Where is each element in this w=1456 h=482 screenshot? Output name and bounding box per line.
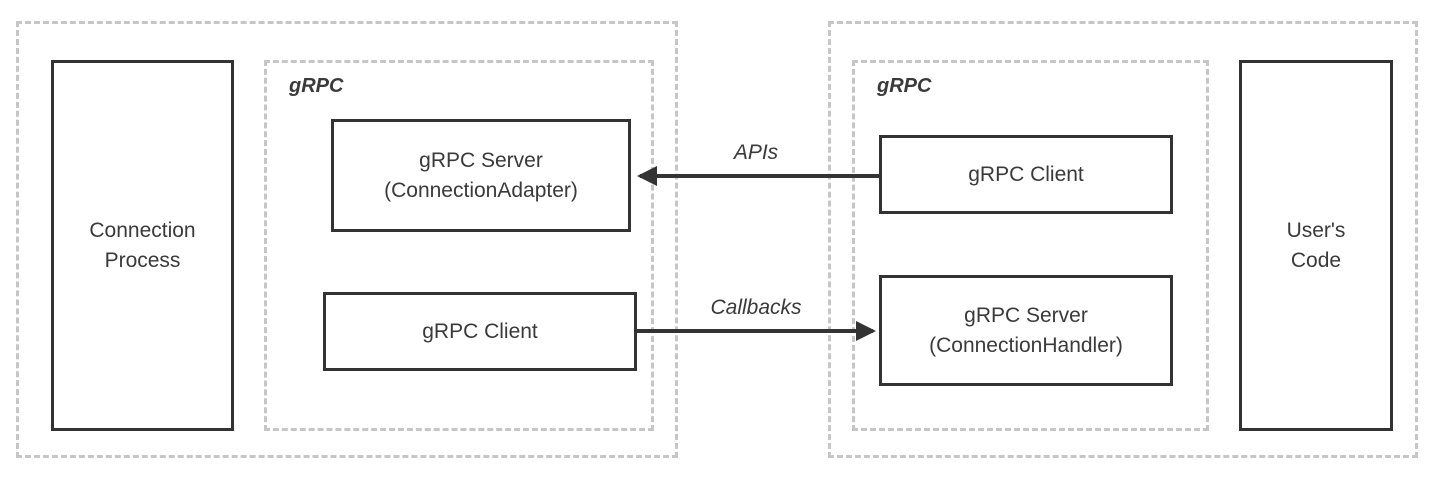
grpc-server-adapter-label-line2: (ConnectionAdapter) — [384, 178, 578, 202]
grpc-server-handler-label-line2: (ConnectionHandler) — [929, 333, 1123, 357]
grpc-server-adapter-box: gRPC Server (ConnectionAdapter) — [331, 119, 631, 232]
connection-process-label-line1: Connection — [89, 218, 196, 242]
grpc-client-right-box: gRPC Client — [879, 135, 1173, 214]
grpc-server-handler-label-line1: gRPC Server — [964, 303, 1088, 327]
grpc-label-right: gRPC — [877, 75, 932, 97]
users-code-group — [828, 21, 1418, 458]
users-code-box: User's Code — [1239, 60, 1393, 431]
connection-process-box: Connection Process — [51, 60, 234, 431]
grpc-container-right: gRPC — [852, 60, 1209, 431]
grpc-label-left: gRPC — [289, 75, 344, 97]
grpc-container-left: gRPC — [264, 60, 654, 431]
callbacks-label: Callbacks — [710, 296, 802, 319]
grpc-server-adapter-label-line1: gRPC Server — [419, 148, 543, 172]
connection-process-group — [16, 21, 678, 458]
apis-label: APIs — [733, 141, 779, 164]
grpc-client-left-label: gRPC Client — [422, 319, 538, 343]
users-code-label-line2: Code — [1290, 248, 1342, 272]
grpc-client-right-label: gRPC Client — [968, 162, 1084, 186]
connection-process-label-line2: Process — [104, 248, 181, 272]
grpc-client-left-box: gRPC Client — [323, 292, 637, 371]
users-code-label-line1: User's — [1286, 218, 1346, 242]
grpc-server-handler-box: gRPC Server (ConnectionHandler) — [879, 275, 1173, 386]
